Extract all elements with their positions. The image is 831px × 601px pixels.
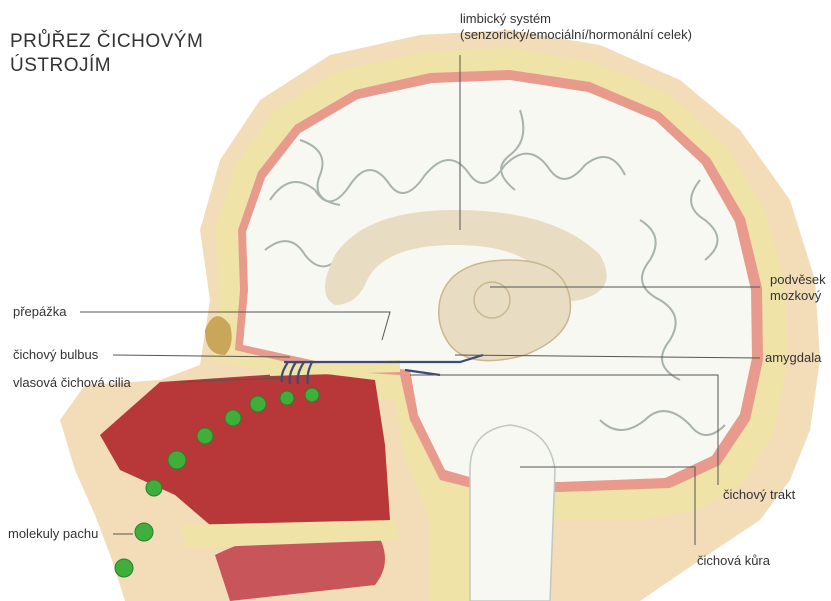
label-pituitary: podvěsek mozkový xyxy=(770,272,826,304)
odor-molecule xyxy=(250,396,266,412)
label-olfactory-cilia: vlasová čichová cilia xyxy=(13,375,131,391)
odor-molecule xyxy=(225,410,241,426)
odor-molecule xyxy=(115,559,133,577)
label-septum: přepážka xyxy=(13,304,66,320)
odor-molecule xyxy=(135,523,153,541)
odor-molecule xyxy=(197,428,213,444)
label-olfactory-cortex: čichová kůra xyxy=(697,553,770,569)
label-pituitary-line-2: mozkový xyxy=(770,288,826,304)
title-line-2: ÚSTROJÍM xyxy=(10,54,203,78)
odor-molecule xyxy=(305,388,319,402)
odor-molecule xyxy=(280,391,294,405)
label-amygdala: amygdala xyxy=(765,350,821,366)
label-limbic-line-2: (senzorický/emociální/hormonální celek) xyxy=(460,27,692,43)
odor-molecule xyxy=(146,480,162,496)
brainstem xyxy=(470,425,555,601)
label-olfactory-tract: čichový trakt xyxy=(723,487,795,503)
label-olfactory-bulb: čichový bulbus xyxy=(13,347,98,363)
label-pituitary-line-1: podvěsek xyxy=(770,272,826,288)
title-line-1: PRŮŘEZ ČICHOVÝM xyxy=(10,30,203,54)
label-odor-molecules: molekuly pachu xyxy=(8,526,98,542)
page-title: PRŮŘEZ ČICHOVÝM ÚSTROJÍM xyxy=(10,30,203,78)
label-limbic-system: limbický systém (senzorický/emociální/ho… xyxy=(460,11,692,43)
label-limbic-line-1: limbický systém xyxy=(460,11,692,27)
odor-molecule xyxy=(168,451,186,469)
